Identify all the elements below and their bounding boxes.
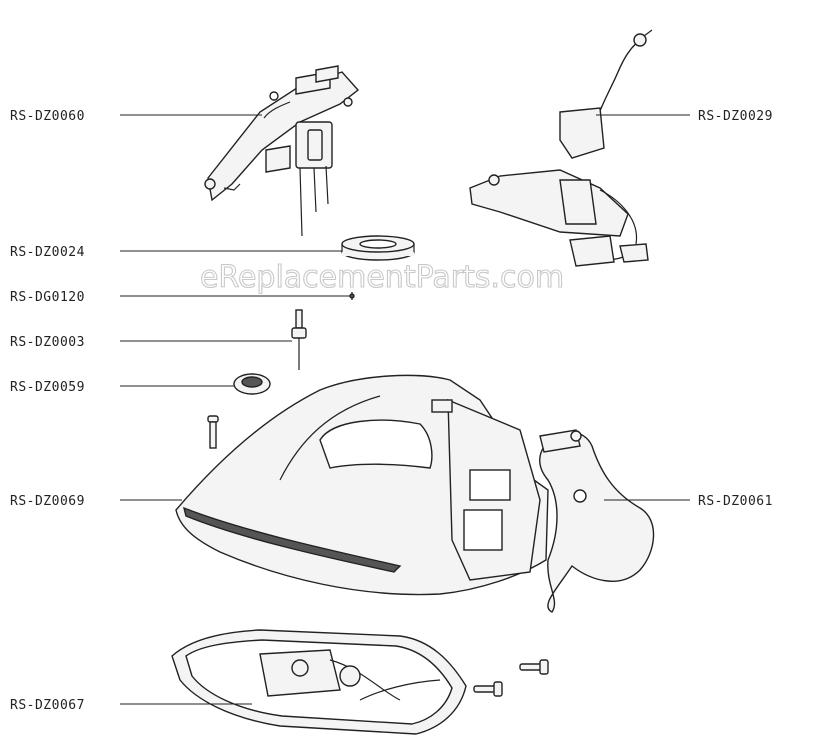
label-rs-dz0029: RS-DZ0029 — [698, 109, 773, 124]
label-rs-dz0061: RS-DZ0061 — [698, 494, 773, 509]
part-rs-dz0029-cord-assembly — [469, 29, 653, 267]
label-rs-dz0024: RS-DZ0024 — [10, 245, 85, 260]
screws-right — [473, 659, 549, 697]
part-rs-dz0061-rear-cover — [539, 429, 655, 613]
watermark-text: eReplacementParts.com — [200, 260, 564, 295]
screw-left — [207, 415, 219, 449]
leader-lines — [120, 114, 690, 705]
part-rs-dz0059-seal — [233, 373, 271, 395]
part-rs-dg0120-pin — [349, 292, 355, 300]
label-rs-dz0059: RS-DZ0059 — [10, 380, 85, 395]
label-rs-dz0069: RS-DZ0069 — [10, 494, 85, 509]
label-rs-dz0067: RS-DZ0067 — [10, 698, 85, 713]
part-rs-dz0067-soleplate — [171, 629, 467, 735]
part-rs-dz0060-control-assembly — [204, 65, 360, 237]
label-rs-dz0003: RS-DZ0003 — [10, 335, 85, 350]
label-rs-dz0060: RS-DZ0060 — [10, 109, 85, 124]
label-rs-dg0120: RS-DG0120 — [10, 290, 85, 305]
part-rs-dz0069-housing — [175, 374, 549, 596]
part-rs-dz0003-valve — [291, 309, 307, 370]
part-rs-dz0024-ring — [341, 235, 415, 261]
